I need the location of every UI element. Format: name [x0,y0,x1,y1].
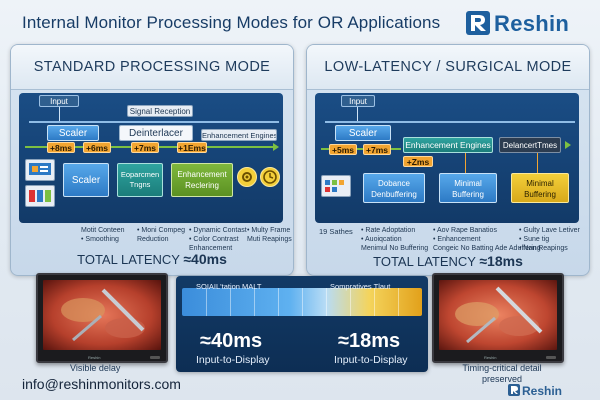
scaler-block: Scaler [335,125,391,141]
deinterlacer-block: Deinterlacer [119,125,193,141]
monitor-button [150,356,160,359]
delay-badge-deinterlacer: +7ms [131,142,159,153]
reshin-logo-icon [466,11,490,35]
bar-label-left: SOIAIL'tation MALT [196,282,262,291]
bar-label-right: Sompratives Tlaut [330,282,391,291]
gear-icon [237,167,257,187]
surgical-video-image [439,280,557,350]
signal-reception-label: Signal Reception [127,105,193,117]
surgical-video-image [43,280,161,350]
surgical-left-caption: 19 Sathes [319,227,353,236]
standard-latency-caption: Input-to-Display [196,354,270,366]
delay-badge-stage-2: +7ms [363,144,391,155]
feature-text-3: • Gulty Lave Letiver• Sune tig• Nan Reap… [519,227,580,252]
surgical-mode-title: LOW-LATENCY / SURGICAL MODE [324,59,572,75]
standard-mode-header: STANDARD PROCESSING MODE [11,45,293,90]
delay-badge-enhancement: +Zms [403,156,433,167]
monitor-button [546,356,556,359]
surgical-latency-value: ≈18ms [338,330,401,352]
latency-gradient-bar [182,288,422,316]
standard-pipeline-diagram: Input Signal Reception Scaler Deinterlac… [19,93,283,223]
clock-icon [260,167,280,187]
monitor-settings-icon [25,159,55,181]
flow-arrow-icon [565,141,571,149]
delay-badge-scaler: +8ms [47,142,75,153]
delay-badge-scaler: +5ms [329,144,357,155]
right-monitor-caption: Timing-critical detail preserved [462,363,542,384]
surgical-pipeline-diagram: Input Scaler Enhancement Engines Delance… [315,93,579,223]
footer-brand: Reshin [522,384,563,398]
input-block: Input [341,95,375,107]
flow-arrow-icon [273,143,279,151]
standard-mode-panel: STANDARD PROCESSING MODE Input Signal Re… [10,44,294,276]
page-title: Internal Monitor Processing Modes for OR… [22,13,441,32]
surgical-total-latency: TOTAL LATENCY ≈18ms [373,253,523,269]
delay-badge-enhancement: +1Ems [177,142,207,153]
enhancement-rendering-block: Enhancement Reclering [171,163,233,197]
scaler-lower-block: Scaler [63,163,109,197]
feature-text-1: Motit Conteen• Smoothing [81,227,125,243]
standard-latency-value: ≈40ms [200,330,263,352]
surgical-mode-header: LOW-LATENCY / SURGICAL MODE [307,45,589,90]
enhancement-engines-label: Enhancement Engines [201,129,277,141]
feature-text-5: Enhancement [189,245,233,252]
brand-logo-text: Reshin [494,11,570,36]
monitor-brand: Reshin [88,355,101,360]
minimal-buffering-block-1: Minimal Buffering [439,173,497,203]
delay-badge-stage-2: +6ms [83,142,111,153]
reshin-small-logo-icon [508,384,520,396]
enhancement-engines-block: Enhancement Engines [403,137,493,153]
contact-email[interactable]: info@reshinmonitors.com [22,376,181,392]
standard-mode-title: STANDARD PROCESSING MODE [33,59,271,75]
left-surgical-monitor: Reshin [36,273,168,363]
surgical-latency-caption: Input-to-Display [334,354,408,366]
denbuffering-block: Dobance Denbuffering [363,173,425,203]
input-block: Input [39,95,79,107]
left-monitor-caption: Visible delay [70,363,121,373]
right-surgical-monitor: Reshin [432,273,564,363]
status-grid-icon [321,175,351,197]
monitor-brand: Reshin [484,355,497,360]
color-blocks-icon [25,185,55,207]
feature-text-3: • Dynamic Contast• Color Contrast [189,227,247,243]
scaler-block: Scaler [47,125,99,141]
standard-total-latency: TOTAL LATENCY ≈40ms [77,251,227,267]
delancer-block: DelancertTmes [499,137,561,153]
surgical-mode-panel: LOW-LATENCY / SURGICAL MODE Input Scaler… [306,44,590,276]
noise-engine-block: Eoparcmen Tngns [117,163,163,197]
minimal-buffering-block-2: Minimal Buffering [511,173,569,203]
